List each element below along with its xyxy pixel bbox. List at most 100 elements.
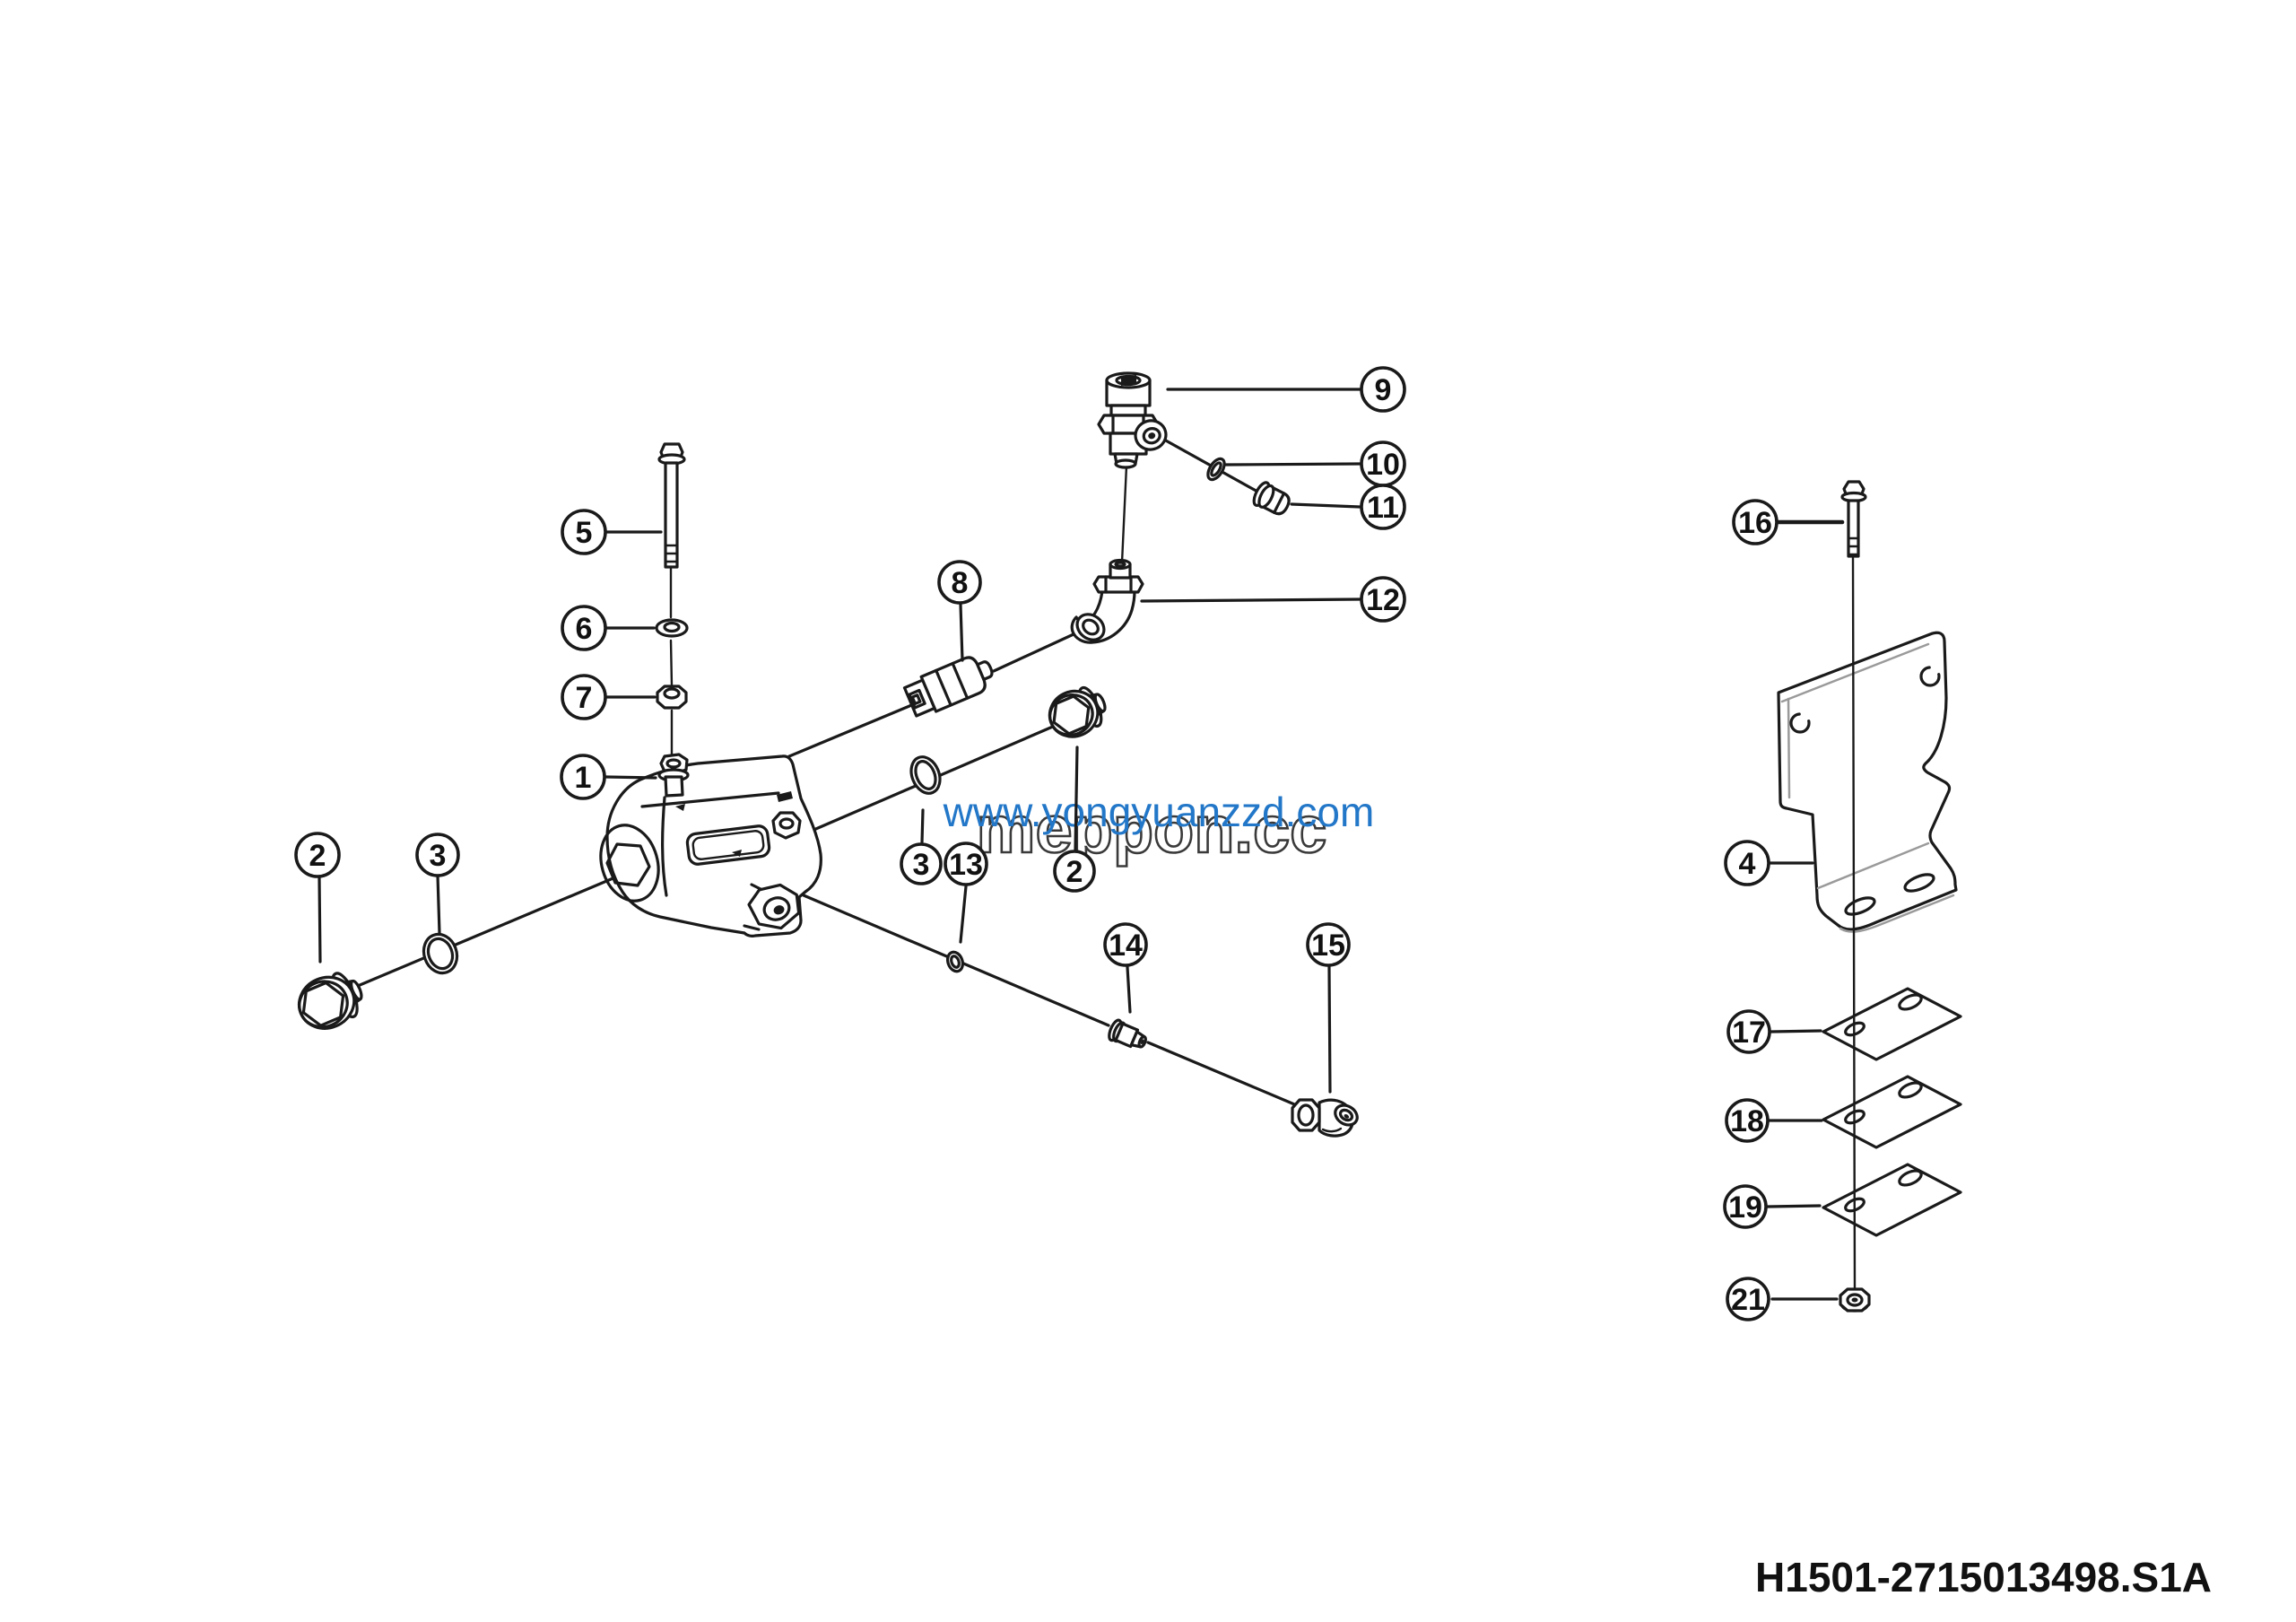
callout-balloon-circle <box>561 509 607 555</box>
plug-2-mid-drawing <box>1048 685 1107 738</box>
bolt-5-drawing <box>657 442 686 569</box>
watermark-url-text: www.yongyuanzzd.com <box>943 789 1375 835</box>
callout-3: 3 <box>900 808 943 885</box>
drawing-part-number: H1501-2715013498.S1A <box>1755 1554 2212 1600</box>
washer-10-drawing <box>1206 457 1226 482</box>
callout-2: 2 <box>1053 746 1096 893</box>
callout-leader-line <box>1290 502 1361 509</box>
callout-5: 5 <box>561 509 663 555</box>
callout-16: 16 <box>1732 499 1845 545</box>
callout-balloon-circle <box>1360 366 1406 413</box>
callout-leader-line <box>1140 597 1361 603</box>
tee-fitting-9-drawing <box>1097 371 1168 469</box>
assembly-axis-lines <box>328 438 1300 1108</box>
callout-balloon-circle <box>560 754 606 800</box>
callout-6: 6 <box>561 605 656 651</box>
fitting-14-drawing <box>1108 1018 1147 1049</box>
callout-8: 8 <box>937 560 982 662</box>
callout-number-label: 9 <box>1375 373 1392 407</box>
callout-balloon-circle <box>1360 576 1406 623</box>
callout-balloon-circle <box>1306 922 1351 967</box>
fitting-8-drawing <box>902 656 994 718</box>
plug-11-drawing <box>1252 481 1291 516</box>
callout-balloon-circle <box>415 833 460 877</box>
callout-number-label: 4 <box>1739 847 1756 881</box>
callout-14: 14 <box>1103 922 1148 1014</box>
plug-2-left-drawing <box>297 972 363 1030</box>
shim-17-drawing <box>1822 987 1962 1061</box>
callout-number-label: 17 <box>1732 1016 1766 1050</box>
callout-number-label: 11 <box>1367 491 1399 525</box>
callout-leader-line <box>317 875 322 964</box>
callout-number-label: 8 <box>952 566 969 600</box>
callout-2: 2 <box>294 832 341 964</box>
callout-leader-line <box>920 808 925 844</box>
nut-7-drawing <box>656 685 688 710</box>
callout-4: 4 <box>1724 840 1814 886</box>
right-assembly-axis-line <box>1851 556 1857 1290</box>
callout-18: 18 <box>1725 1098 1823 1143</box>
callout-9: 9 <box>1166 366 1406 413</box>
callout-17: 17 <box>1726 1009 1822 1054</box>
callout-leader-line <box>1770 1029 1822 1033</box>
shim-18-drawing <box>1822 1075 1962 1149</box>
callout-number-label: 5 <box>576 516 593 550</box>
callout-balloon-circle <box>561 674 607 720</box>
callout-leader-line <box>1327 965 1332 1094</box>
callout-number-label: 2 <box>309 839 326 873</box>
callout-leader-line <box>604 775 657 780</box>
elbow-12-drawing <box>1070 558 1144 644</box>
elbow-15-drawing <box>1291 1098 1359 1138</box>
valve-body-drawing <box>599 753 822 937</box>
callout-balloon-circle <box>1724 840 1770 886</box>
callout-balloon-circle <box>944 842 988 886</box>
callout-balloon-circle <box>1723 1184 1768 1229</box>
callout-number-label: 21 <box>1731 1283 1765 1317</box>
callout-number-label: 12 <box>1366 583 1400 617</box>
callout-balloon-circle <box>1053 850 1096 893</box>
callout-leader-line <box>1224 462 1361 467</box>
callout-balloon-circle <box>561 605 607 651</box>
callout-number-label: 3 <box>913 848 930 882</box>
bolt-16-drawing <box>1840 480 1867 558</box>
washer-nut-6-drawing <box>655 618 689 638</box>
callout-balloon-circle <box>937 560 982 605</box>
watermark-brand-text: meppon.cc <box>977 792 1327 867</box>
shim-19-drawing <box>1822 1163 1962 1237</box>
callout-balloon-circle <box>900 842 943 885</box>
callout-10: 10 <box>1224 440 1406 487</box>
callout-number-label: 13 <box>949 848 983 882</box>
callout-balloon-circle <box>1732 499 1779 545</box>
callout-15: 15 <box>1306 922 1351 1094</box>
watermark-layer: meppon.cc www.yongyuanzzd.com <box>943 789 1375 868</box>
callout-balloon-circle <box>1103 922 1148 967</box>
washer-3-mid-drawing <box>909 755 942 795</box>
callout-number-label: 16 <box>1738 506 1772 540</box>
callout-balloon-circle <box>1726 1009 1771 1054</box>
callout-number-label: 7 <box>576 681 593 715</box>
callout-number-label: 18 <box>1730 1104 1764 1138</box>
callout-leader-line <box>959 603 964 662</box>
washer-3-left-drawing <box>422 932 459 975</box>
callout-7: 7 <box>561 674 657 720</box>
callout-leader-line <box>1074 746 1079 851</box>
callout-number-label: 14 <box>1109 929 1143 963</box>
callout-12: 12 <box>1140 576 1406 623</box>
callout-number-label: 19 <box>1728 1190 1762 1225</box>
callout-leader-line <box>1126 965 1132 1014</box>
callout-21: 21 <box>1726 1277 1839 1321</box>
nut-21-drawing <box>1839 1287 1871 1312</box>
bracket-4-drawing <box>1777 631 1958 933</box>
callout-number-label: 1 <box>575 761 592 795</box>
oring-13-drawing <box>945 950 965 973</box>
callout-balloon-circle <box>1725 1098 1770 1143</box>
callout-number-label: 6 <box>576 612 593 646</box>
callout-1: 1 <box>560 754 657 800</box>
callout-leader-line <box>1766 1204 1822 1208</box>
callout-3: 3 <box>415 833 460 935</box>
callout-11: 11 <box>1290 484 1406 530</box>
callout-19: 19 <box>1723 1184 1822 1229</box>
callout-balloon-circle <box>1726 1277 1770 1321</box>
